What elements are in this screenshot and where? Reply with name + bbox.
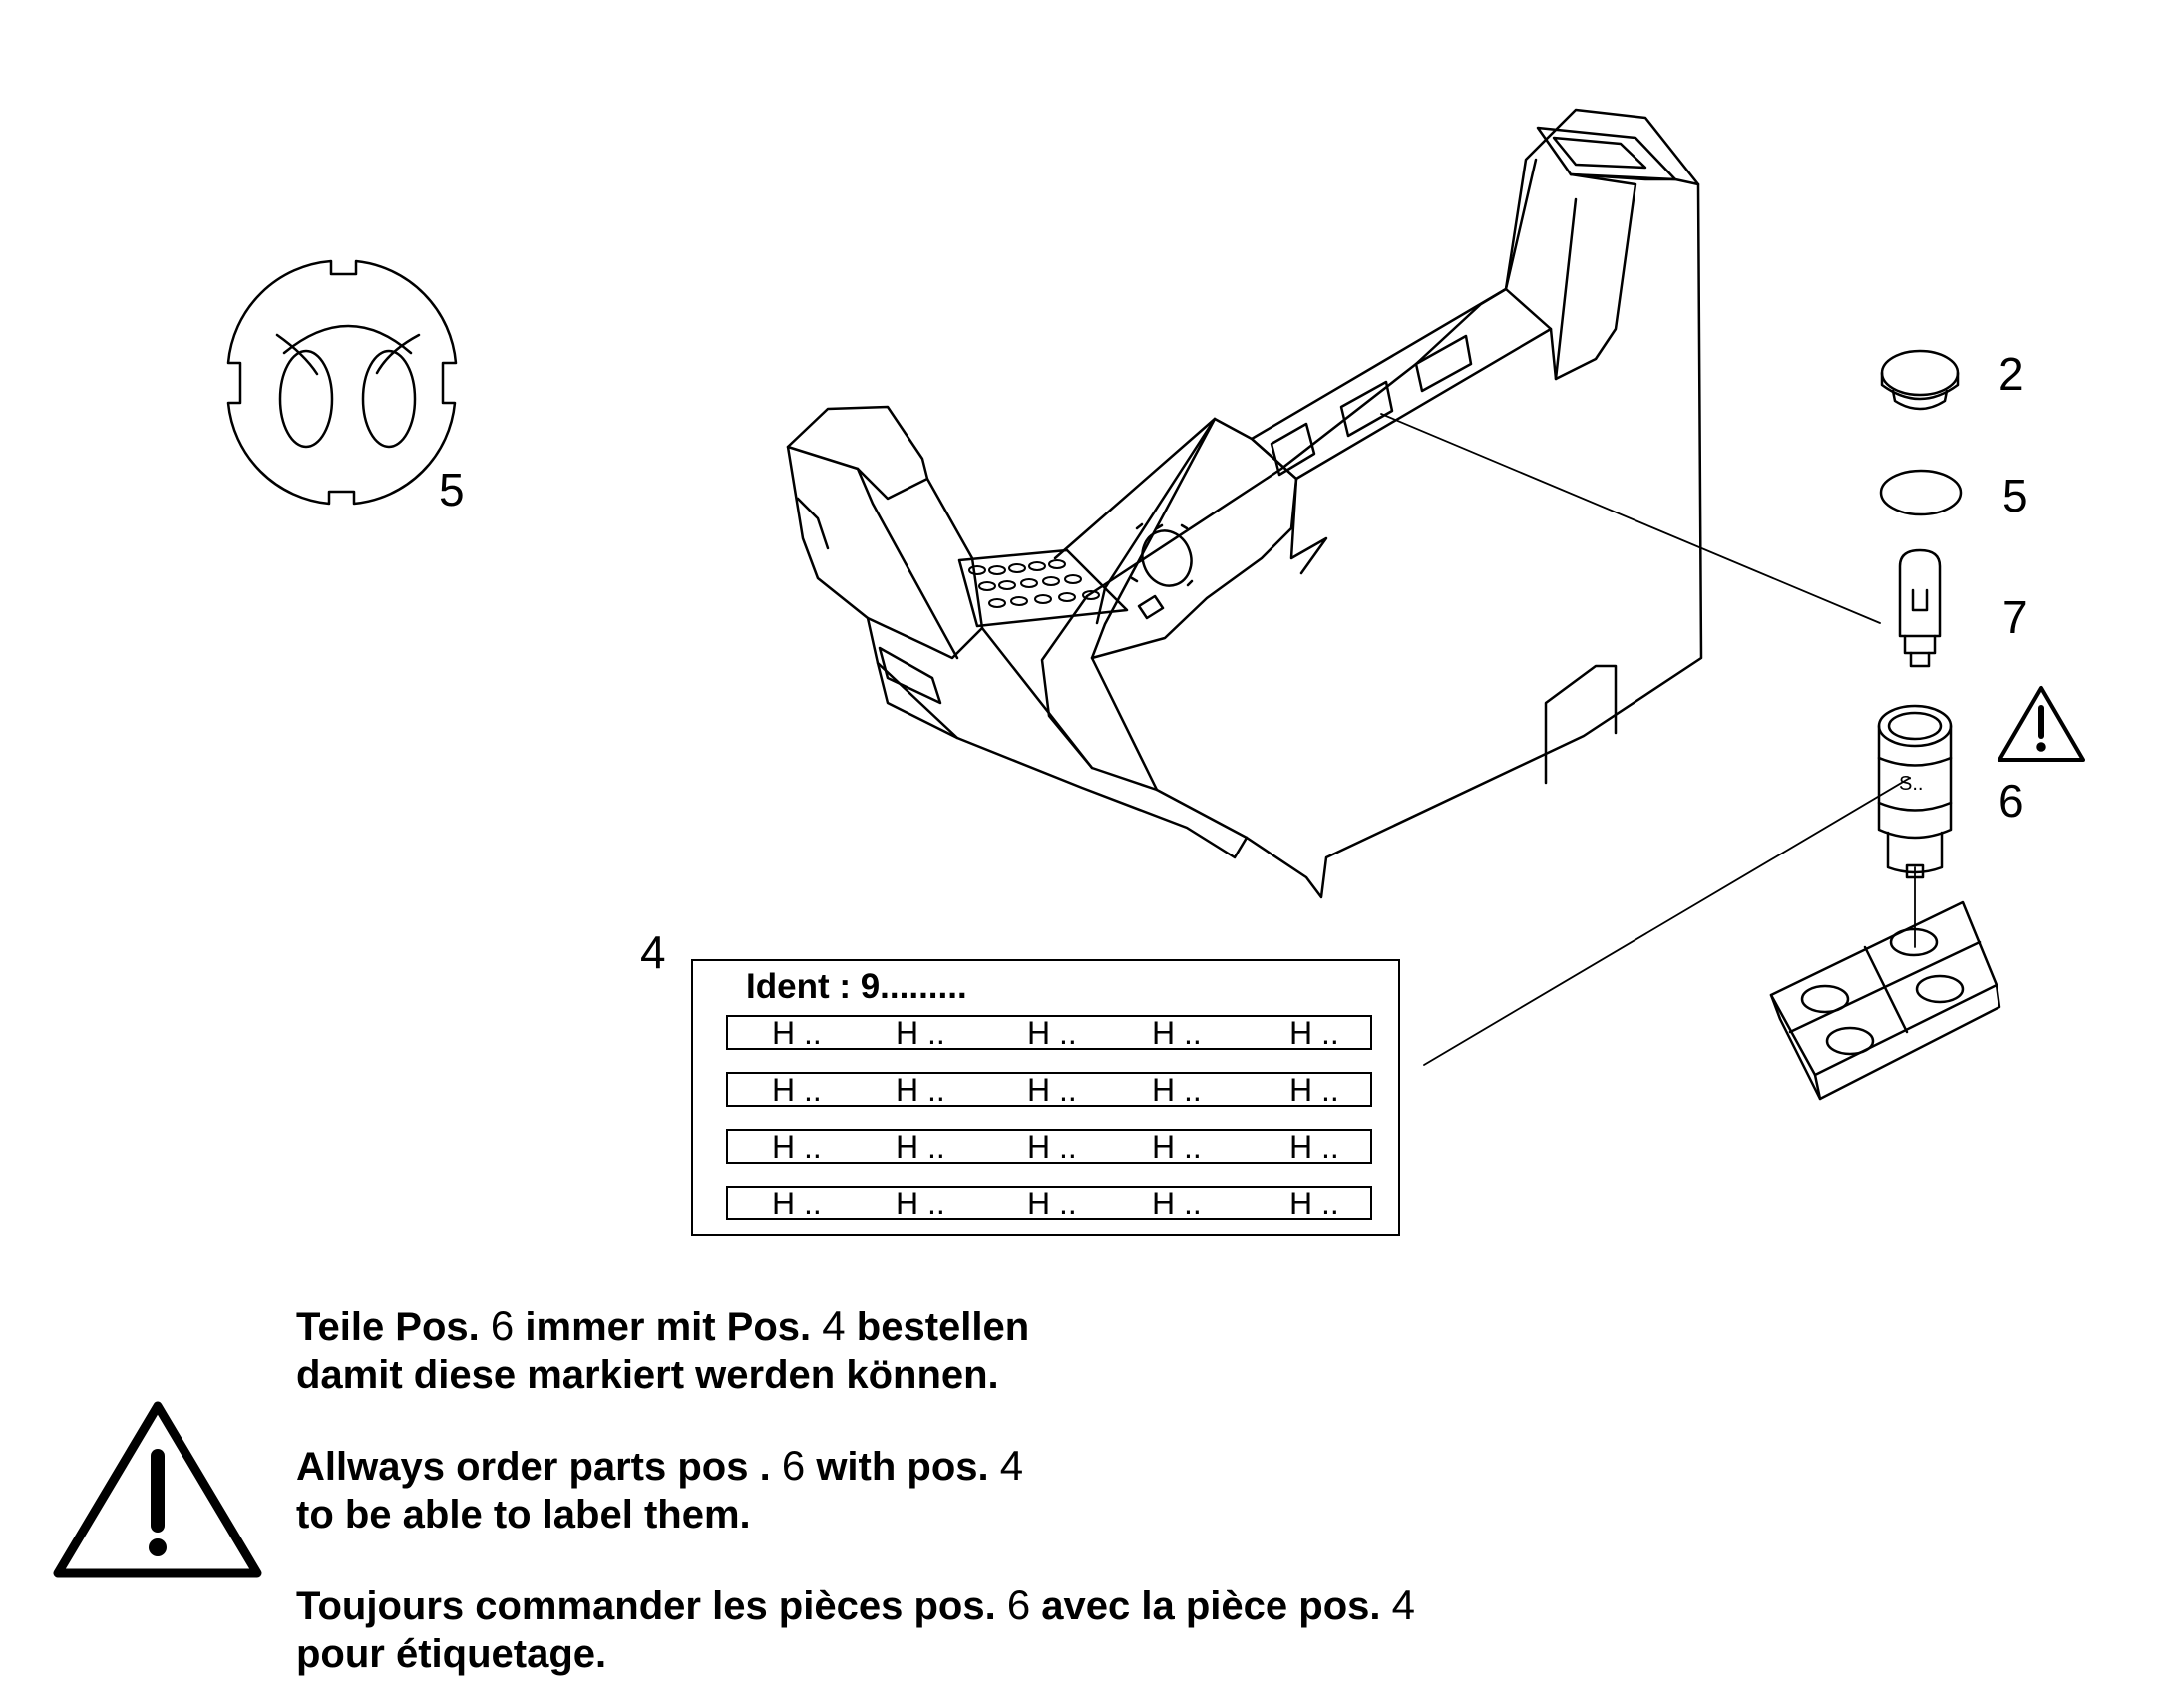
- label-cell: H ..: [1152, 1129, 1202, 1165]
- note-pos-number: 6: [490, 1302, 515, 1349]
- label-cell: H ..: [896, 1186, 945, 1221]
- note-text: bestellen: [856, 1305, 1030, 1349]
- note-text: Toujours commander les pièces pos.: [296, 1584, 996, 1628]
- note-english: Allways order parts pos . 6 with pos. 4 …: [296, 1442, 1023, 1538]
- part-2-cap: [1880, 349, 1960, 411]
- label-cell: H ..: [896, 1015, 945, 1051]
- callout-2: 2: [1998, 348, 2024, 400]
- note-text: immer mit Pos.: [525, 1305, 812, 1349]
- warning-triangle-icon: [53, 1401, 262, 1578]
- switch-label: S..: [1899, 773, 1924, 795]
- center-console: [786, 108, 1703, 899]
- label-cell: H ..: [772, 1186, 822, 1221]
- note-pos-number: 4: [1391, 1581, 1415, 1628]
- note-english-line1: Allways order parts pos . 6 with pos. 4: [296, 1442, 1023, 1491]
- leader-lines: [1380, 413, 1916, 1066]
- note-text: Allways order parts pos .: [296, 1445, 771, 1489]
- label-cell: H ..: [1289, 1186, 1339, 1221]
- note-text: with pos.: [816, 1445, 989, 1489]
- socket-plate: [1769, 900, 2001, 1101]
- label-cell: H ..: [1152, 1015, 1202, 1051]
- part-6-switch: [1877, 704, 1953, 879]
- note-german: Teile Pos. 6 immer mit Pos. 4 bestellen …: [296, 1302, 1029, 1399]
- label-cell: H ..: [1027, 1015, 1077, 1051]
- callout-7: 7: [2002, 591, 2028, 643]
- label-card: Ident : 9......... H .. H .. H .. H .. H…: [691, 959, 1400, 1236]
- label-cell: H ..: [1289, 1129, 1339, 1165]
- ident-text: Ident : 9.........: [746, 967, 967, 1006]
- note-text: avec la pièce pos.: [1041, 1584, 1381, 1628]
- part-5-detail: [226, 259, 458, 506]
- label-row: H .. H .. H .. H .. H ..: [726, 1015, 1372, 1051]
- note-french-line2: pour étiquetage.: [296, 1632, 607, 1676]
- label-row: H .. H .. H .. H .. H ..: [726, 1129, 1372, 1165]
- label-cell: H ..: [1289, 1015, 1339, 1051]
- callout-6: 6: [1998, 775, 2024, 827]
- label-cell: H ..: [1152, 1072, 1202, 1108]
- label-cell: H ..: [896, 1129, 945, 1165]
- label-cell: H ..: [1027, 1072, 1077, 1108]
- note-french: Toujours commander les pièces pos. 6 ave…: [296, 1581, 1415, 1678]
- note-french-line1: Toujours commander les pièces pos. 6 ave…: [296, 1581, 1415, 1630]
- label-cell: H ..: [772, 1129, 822, 1165]
- label-row: H .. H .. H .. H .. H ..: [726, 1072, 1372, 1108]
- note-pos-number: 6: [1006, 1581, 1031, 1628]
- callout-5-detail: 5: [439, 464, 465, 515]
- warning-triangle-small-icon: [1998, 686, 2085, 762]
- part-7-bulb: [1898, 548, 1942, 668]
- label-row: H .. H .. H .. H .. H ..: [726, 1186, 1372, 1221]
- label-cell: H ..: [1027, 1186, 1077, 1221]
- callout-4: 4: [640, 926, 666, 978]
- label-cell: H ..: [772, 1072, 822, 1108]
- part-5-seal-ring: [1879, 469, 1963, 516]
- label-cell: H ..: [896, 1072, 945, 1108]
- label-cell: H ..: [1027, 1129, 1077, 1165]
- label-cell: H ..: [1289, 1072, 1339, 1108]
- note-pos-number: 4: [822, 1302, 846, 1349]
- note-pos-number: 4: [999, 1442, 1024, 1489]
- label-cell: H ..: [1152, 1186, 1202, 1221]
- callout-5: 5: [2002, 470, 2028, 521]
- note-text: Teile Pos.: [296, 1305, 480, 1349]
- note-german-line2: damit diese markiert werden können.: [296, 1353, 999, 1397]
- note-pos-number: 6: [781, 1442, 806, 1489]
- note-english-line2: to be able to label them.: [296, 1493, 751, 1537]
- label-cell: H ..: [772, 1015, 822, 1051]
- note-german-line1: Teile Pos. 6 immer mit Pos. 4 bestellen: [296, 1302, 1029, 1351]
